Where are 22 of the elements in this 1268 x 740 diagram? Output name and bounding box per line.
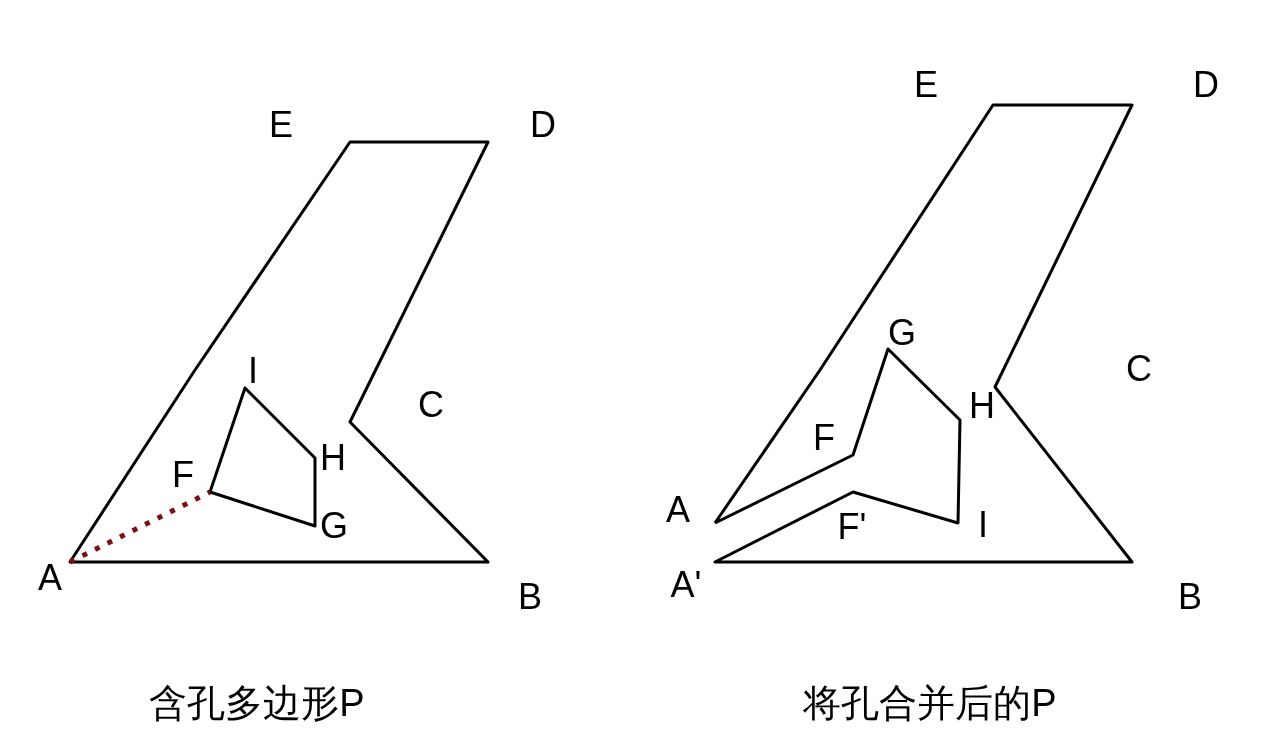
- vertex-label: A: [666, 492, 690, 528]
- vertex-label: B: [1178, 579, 1202, 615]
- vertex-label: F: [172, 457, 194, 493]
- vertex-label: I: [248, 353, 258, 389]
- caption: 含孔多边形P: [149, 684, 365, 722]
- vertex-label: H: [969, 388, 995, 424]
- vertex-label: F': [837, 509, 867, 545]
- vertex-label: C: [1126, 351, 1152, 387]
- vertex-label: D: [530, 107, 556, 143]
- vertex-label: F: [813, 420, 835, 456]
- vertex-label: I: [978, 507, 988, 543]
- vertex-label: B: [518, 579, 542, 615]
- vertex-label: C: [418, 387, 444, 423]
- vertex-label: D: [1193, 67, 1219, 103]
- vertex-label: G: [888, 315, 916, 351]
- vertex-label: A': [670, 567, 702, 603]
- vertex-label: E: [269, 107, 293, 143]
- vertex-label: A: [38, 560, 62, 596]
- vertex-label: H: [320, 440, 346, 476]
- caption: 将孔合并后的P: [803, 684, 1057, 722]
- vertex-label: G: [320, 508, 348, 544]
- vertex-label: E: [914, 67, 938, 103]
